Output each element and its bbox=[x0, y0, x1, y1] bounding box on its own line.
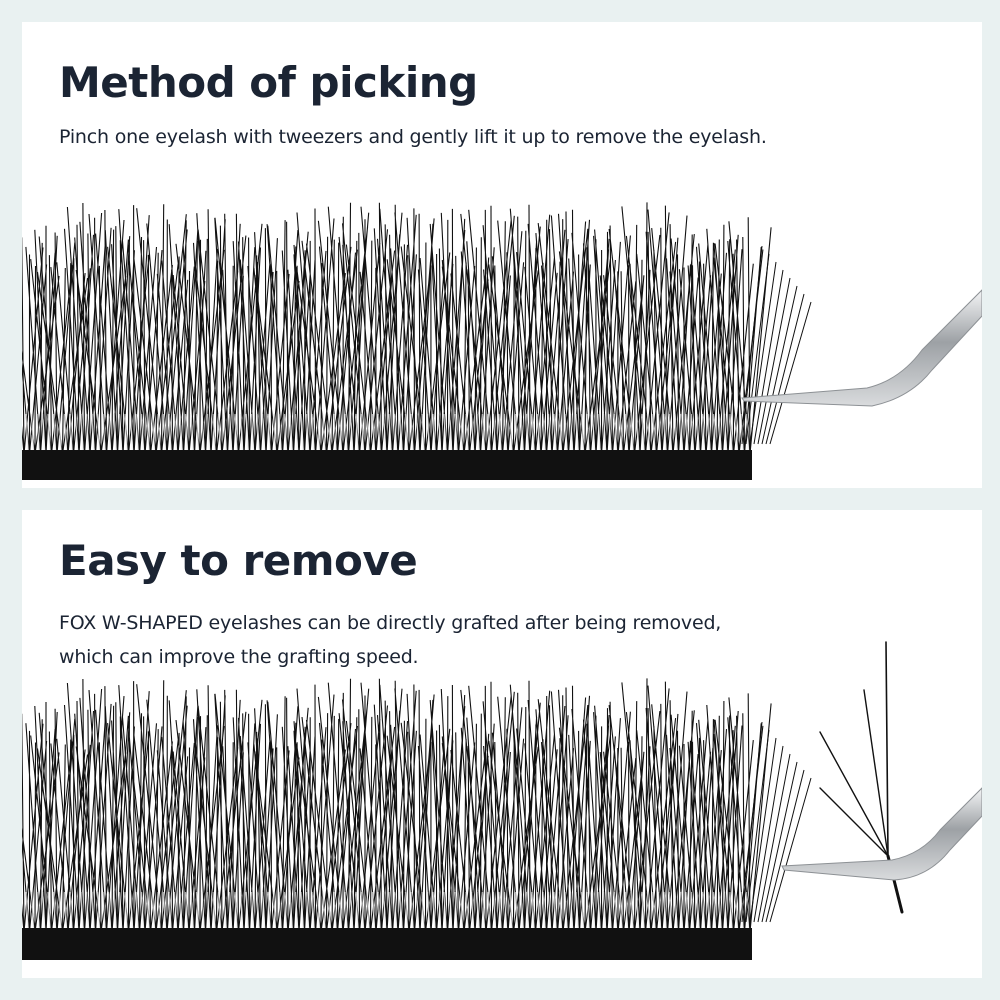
description-line: which can improve the grafting speed. bbox=[59, 646, 419, 668]
description-line: Pinch one eyelash with tweezers and gent… bbox=[59, 126, 767, 148]
section-description: FOX W-SHAPED eyelashes can be directly g… bbox=[59, 606, 859, 674]
lash-band bbox=[22, 928, 752, 960]
lash-sheen bbox=[25, 413, 750, 451]
w-lash-single-icon bbox=[819, 641, 904, 914]
lash-flyaway bbox=[741, 245, 812, 445]
lash-sheen bbox=[25, 891, 750, 929]
lash-fiber-group bbox=[22, 678, 772, 933]
lash-strip-illustration bbox=[22, 202, 982, 480]
description-line: FOX W-SHAPED eyelashes can be directly g… bbox=[59, 612, 722, 634]
lash-band bbox=[22, 450, 752, 480]
tweezers-icon bbox=[781, 787, 982, 881]
lash-flyaway bbox=[741, 721, 812, 923]
lash-fibers bbox=[22, 678, 812, 933]
section-description: Pinch one eyelash with tweezers and gent… bbox=[59, 120, 767, 154]
lash-fibers bbox=[22, 202, 812, 455]
method-of-picking-panel: Method of picking Pinch one eyelash with… bbox=[22, 22, 982, 488]
section-title: Method of picking bbox=[59, 58, 478, 107]
lash-fiber-group bbox=[22, 202, 772, 455]
section-title: Easy to remove bbox=[59, 536, 418, 585]
lash-strip-illustration bbox=[22, 641, 982, 960]
easy-to-remove-panel: Easy to remove FOX W-SHAPED eyelashes ca… bbox=[22, 510, 982, 978]
tweezers-icon bbox=[741, 289, 982, 407]
